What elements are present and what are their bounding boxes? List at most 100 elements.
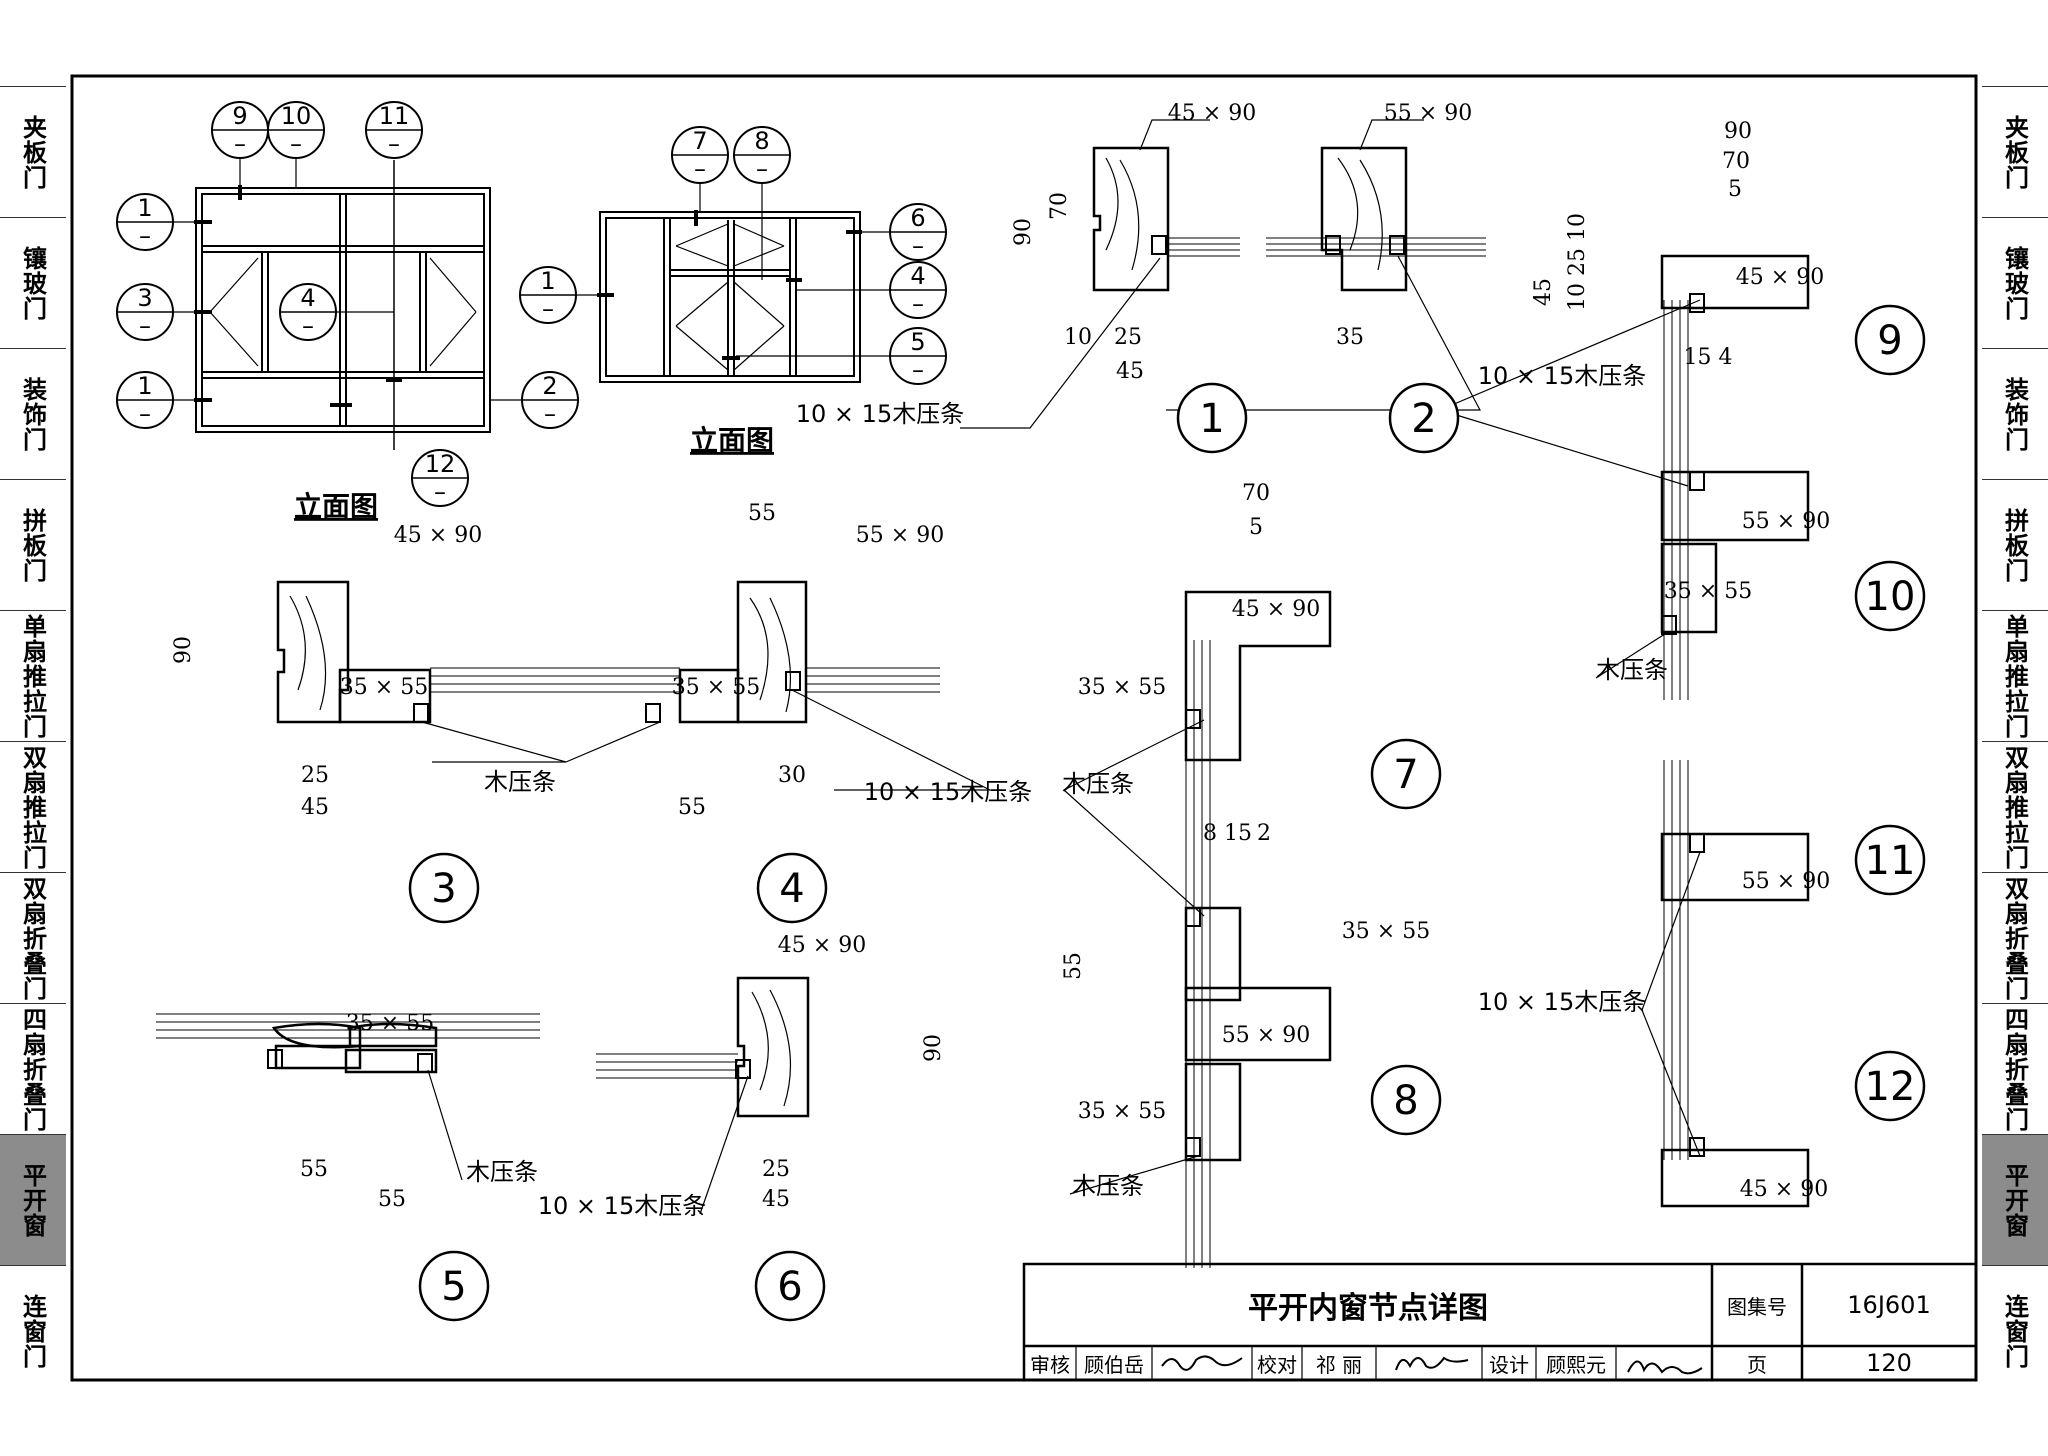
dim-8: 8 — [1203, 821, 1217, 846]
side-tab-7[interactable]: 双扇折叠门 — [0, 872, 66, 1003]
section-5-detail — [156, 1013, 540, 1074]
wood-strip-label-5: 木压条 — [466, 1158, 538, 1186]
side-tab-r3[interactable]: 装饰门 — [1982, 348, 2048, 479]
side-tab-r2[interactable]: 镶玻门 — [1982, 217, 2048, 348]
strip-label-1: 10 × 15木压条 — [796, 400, 964, 428]
size-45x90-7: 45 × 90 — [1232, 597, 1320, 622]
side-tab-9-active[interactable]: 平开窗 — [0, 1134, 66, 1265]
size-55x90-10: 55 × 90 — [1742, 509, 1830, 534]
side-tab-4[interactable]: 拼板门 — [0, 479, 66, 610]
section-no-3: 3 — [431, 866, 456, 912]
atlas-label: 图集号 — [1727, 1294, 1787, 1319]
section-no-7: 7 — [1393, 752, 1418, 798]
dim-70: 70 — [1047, 192, 1072, 220]
callout-1b: 1 — [137, 372, 152, 400]
wood-strip-label-7: 木压条 — [1062, 770, 1134, 798]
callout-2: 2 — [542, 372, 557, 400]
section-9-12-detail — [1660, 254, 1810, 1208]
checker-signature — [1395, 1356, 1469, 1371]
section-6-detail — [596, 976, 810, 1118]
callout-3: 3 — [137, 284, 152, 312]
sheet-border — [70, 74, 1978, 1382]
side-tab-r9-active[interactable]: 平开窗 — [1982, 1134, 2048, 1265]
size-55x90-2: 55 × 90 — [1384, 101, 1472, 126]
dim-90: 90 — [1011, 218, 1036, 246]
side-tab-5[interactable]: 单扇推拉门 — [0, 610, 66, 741]
callout-12: 12 — [425, 450, 456, 478]
designer-signature — [1627, 1360, 1703, 1375]
dim-90d: 90 — [921, 1034, 946, 1062]
callout-1c: 1 — [540, 267, 555, 295]
section-2-detail — [1266, 146, 1486, 292]
callout-dash: – — [694, 155, 706, 183]
section-no-1: 1 — [1199, 396, 1224, 442]
dim-30: 30 — [778, 763, 806, 788]
callout-dash: – — [912, 356, 924, 384]
size-labels: 45 × 90 55 × 90 45 × 90 55 × 90 35 × 55 … — [340, 101, 1830, 1202]
material-labels: 10 × 15木压条 10 × 15木压条 木压条 10 × 15木压条 木压条… — [466, 362, 1668, 1220]
dim-5: 5 — [1728, 177, 1742, 202]
side-tab-1[interactable]: 夹板门 — [0, 86, 66, 217]
side-tab-r6[interactable]: 双扇推拉门 — [1982, 741, 2048, 872]
section-numbers: 1 2 3 4 5 6 7 8 9 10 11 12 — [431, 318, 1915, 1310]
callout-dash: – — [912, 232, 924, 260]
dim-2: 2 — [1257, 821, 1271, 846]
size-35x55-8a: 35 × 55 — [1342, 919, 1430, 944]
side-tab-r10[interactable]: 连窗门 — [1982, 1265, 2048, 1396]
reviewer-signature — [1161, 1355, 1243, 1371]
size-45x90-3: 45 × 90 — [394, 523, 482, 548]
side-tab-6[interactable]: 双扇推拉门 — [0, 741, 66, 872]
designer-name: 顾熙元 — [1546, 1352, 1606, 1377]
callout-dash: – — [302, 312, 314, 340]
callout-4b: 4 — [910, 262, 925, 290]
section-no-2: 2 — [1411, 396, 1436, 442]
strip-label-11: 10 × 15木压条 — [1478, 988, 1646, 1016]
review-label: 审核 — [1030, 1352, 1070, 1377]
size-35x55-5: 35 × 55 — [346, 1011, 434, 1036]
atlas-number: 16J601 — [1847, 1291, 1931, 1319]
signatures — [1161, 1355, 1703, 1375]
elevation-label-right: 立面图 — [690, 424, 774, 457]
strip-label-6: 10 × 15木压条 — [538, 1192, 706, 1220]
elevation-left — [195, 160, 491, 450]
side-tab-2[interactable]: 镶玻门 — [0, 217, 66, 348]
elevation-callouts — [116, 101, 947, 507]
dim-90b: 90 — [1724, 119, 1752, 144]
callout-dash: – — [139, 222, 151, 250]
side-tab-r5[interactable]: 单扇推拉门 — [1982, 610, 2048, 741]
dim-70b: 70 — [1722, 149, 1750, 174]
size-45x90-6: 45 × 90 — [778, 933, 866, 958]
dim-45d: 45 — [1531, 278, 1556, 306]
side-tab-r4[interactable]: 拼板门 — [1982, 479, 2048, 610]
dim-10: 10 — [1064, 325, 1092, 350]
design-label: 设计 — [1489, 1352, 1529, 1377]
strip-label-2: 10 × 15木压条 — [1478, 362, 1646, 390]
callout-dash: – — [912, 290, 924, 318]
size-35x55-10: 35 × 55 — [1664, 579, 1752, 604]
callout-dash: – — [756, 155, 768, 183]
leader-lines — [421, 119, 1701, 1215]
size-35x55-8b: 35 × 55 — [1078, 1099, 1166, 1124]
dim-10-25-10: 10 25 10 — [1565, 213, 1590, 311]
side-tab-10[interactable]: 连窗门 — [0, 1265, 66, 1396]
callout-dividers — [117, 129, 946, 479]
section-no-4: 4 — [779, 866, 804, 912]
callout-dash: – — [542, 295, 554, 323]
side-tab-3[interactable]: 装饰门 — [0, 348, 66, 479]
callout-1a: 1 — [137, 194, 152, 222]
callout-dash: – — [139, 400, 151, 428]
title-block-frame — [1022, 1262, 1978, 1382]
size-45x90-1: 45 × 90 — [1168, 101, 1256, 126]
dim-25b: 25 — [301, 763, 329, 788]
side-tab-r8[interactable]: 四扇折叠门 — [1982, 1003, 2048, 1134]
side-tab-8[interactable]: 四扇折叠门 — [0, 1003, 66, 1134]
dim-55c: 55 — [1061, 952, 1086, 980]
callout-dash: – — [434, 478, 446, 506]
dim-55: 55 — [748, 501, 776, 526]
callout-leaders — [173, 158, 890, 401]
side-tab-r7[interactable]: 双扇折叠门 — [1982, 872, 2048, 1003]
callout-11: 11 — [379, 102, 410, 130]
dim-45: 45 — [1116, 359, 1144, 384]
dim-35: 35 — [1336, 325, 1364, 350]
side-tab-r1[interactable]: 夹板门 — [1982, 86, 2048, 217]
